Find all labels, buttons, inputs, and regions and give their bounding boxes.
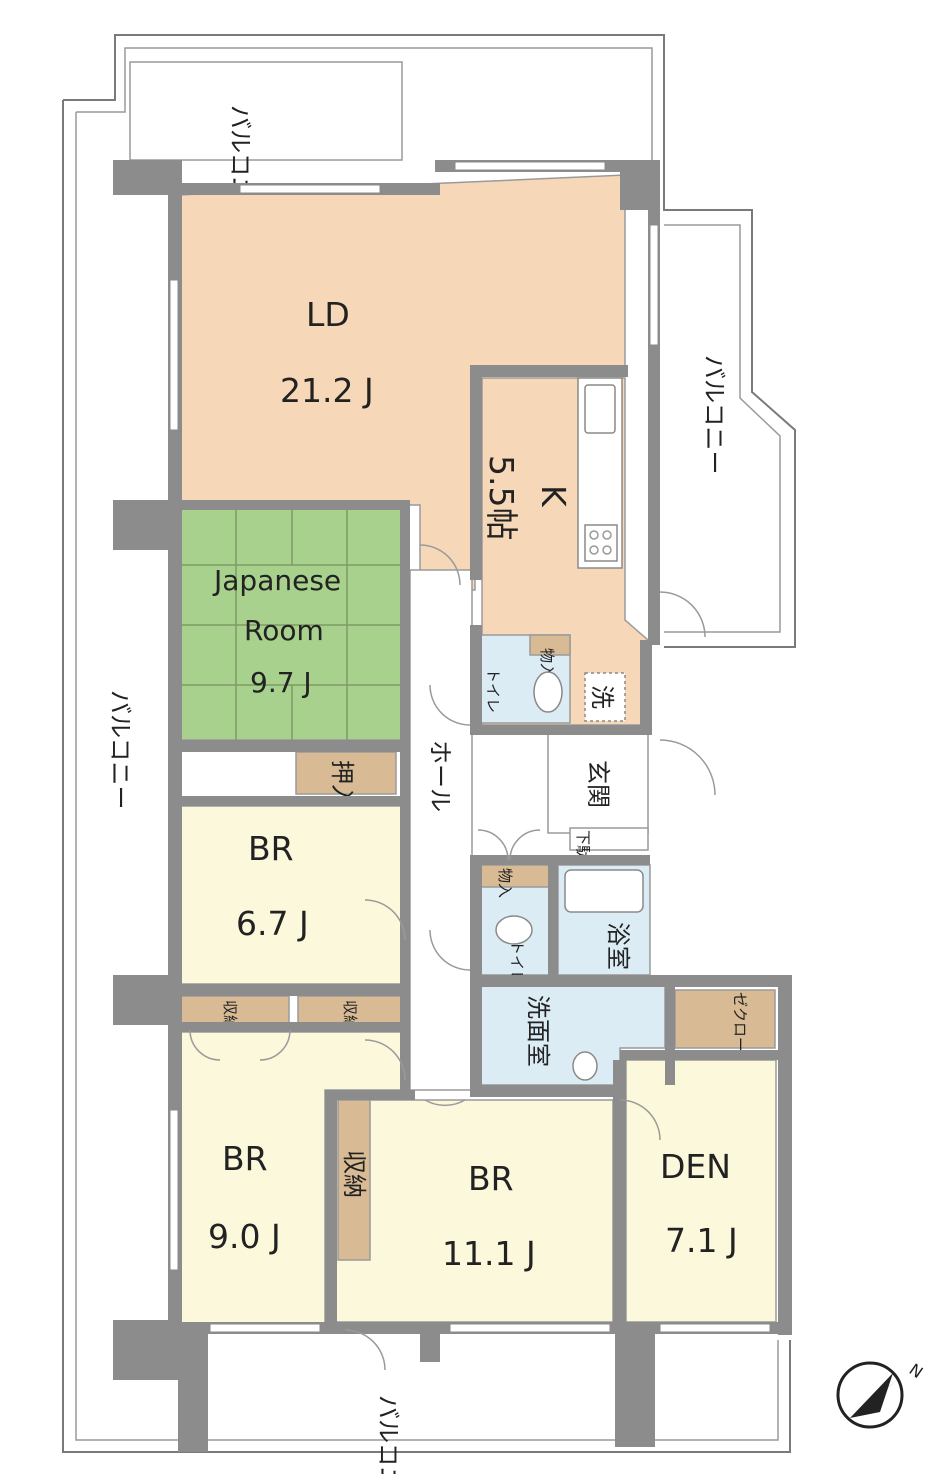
shoe-closet <box>569 827 649 851</box>
balcony-label-bottom: バルコニー <box>374 1395 402 1474</box>
door-swings <box>189 544 716 1371</box>
entrance-label: 玄関 <box>584 760 612 808</box>
hall <box>409 569 473 1091</box>
closet-br3-label: 収納 <box>340 1150 368 1198</box>
room-den <box>625 1059 777 1323</box>
balcony-label-right: バルコニー <box>700 355 728 475</box>
br1-name: BR <box>248 829 294 868</box>
washbasin-icon <box>572 1051 598 1081</box>
oshiire-closet <box>295 751 397 795</box>
walls <box>113 160 792 1452</box>
stove-icon <box>584 524 618 562</box>
ld-name: LD <box>306 295 350 334</box>
bathtub-icon <box>564 869 644 913</box>
windows <box>169 161 771 1333</box>
washer-space <box>584 672 626 722</box>
north-arrow-icon: N <box>836 1360 927 1429</box>
sink-icon <box>584 384 616 434</box>
room-br-3 <box>334 1099 614 1323</box>
toilet-shelf-label-1: 物入 <box>538 648 556 678</box>
washroom-label: 洗面室 <box>524 995 552 1067</box>
br1-area: 6.7 J <box>236 904 309 943</box>
toilet-label-2: トイレ <box>508 940 526 985</box>
washer-label: 洗 <box>588 685 616 709</box>
kitchen-area: 5.5帖 <box>482 455 521 540</box>
cloak-closet <box>674 989 776 1049</box>
toilet-shelf-label-2: 物入 <box>496 868 514 898</box>
toilet-shelf-1 <box>529 634 571 656</box>
br2-name: BR <box>222 1139 268 1178</box>
den-name: DEN <box>660 1147 731 1186</box>
ld-area: 21.2 J <box>280 371 374 410</box>
closet-br3 <box>337 1099 371 1261</box>
br3-area: 11.1 J <box>442 1234 536 1273</box>
balcony-outlines <box>62 34 796 1453</box>
closet-br1-left <box>180 995 290 1025</box>
tatami-grid <box>181 508 403 740</box>
cloak-label: ゼクロー <box>731 992 749 1052</box>
japanese-area: 9.7 J <box>250 666 312 699</box>
compass-letter: N <box>906 1360 927 1382</box>
toilet-label-1: トイレ <box>484 668 502 713</box>
room-br-1 <box>180 805 404 985</box>
kitchen-name: K <box>534 485 573 508</box>
hall-label: ホール <box>426 740 454 812</box>
japanese-name-line1: Japanese <box>212 564 341 597</box>
den-area: 7.1 J <box>665 1221 738 1260</box>
toilet-icon-2 <box>495 915 533 945</box>
bath-label: 浴室 <box>604 922 632 970</box>
japanese-name-line2: Room <box>244 614 324 647</box>
br2-area: 9.0 J <box>208 1217 281 1256</box>
entrance <box>547 732 649 834</box>
toilet-icon <box>533 671 563 713</box>
balcony-label-left: バルコニー <box>106 690 134 810</box>
br3-name: BR <box>468 1159 514 1198</box>
